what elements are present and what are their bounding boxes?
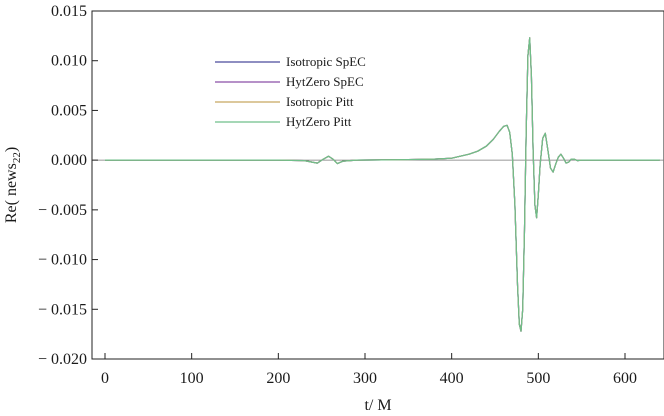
- svg-text:Re( news22): Re( news22): [3, 147, 23, 223]
- x-tick-label: 100: [180, 370, 204, 387]
- x-tick-label: 0: [101, 370, 109, 387]
- series-group: [105, 37, 660, 332]
- y-tick-label: − 0.015: [38, 301, 87, 318]
- plot-frame: [91, 10, 664, 360]
- y-tick-label: − 0.005: [38, 202, 87, 219]
- y-tick-label: 0.015: [51, 3, 87, 20]
- x-axis-title: t/ M: [364, 397, 391, 414]
- legend: Isotropic SpEC HytZero SpEC Isotropic Pitt…: [215, 54, 366, 129]
- series-line-3: [105, 37, 660, 332]
- x-tick-label: 600: [613, 370, 637, 387]
- y-axis-title-main: Re( news: [3, 163, 20, 223]
- y-axis-title: Re( news22): [3, 147, 23, 223]
- y-tick-label: − 0.010: [38, 252, 87, 269]
- series-line-2: [105, 37, 660, 332]
- y-axis-title-close: ): [3, 147, 20, 152]
- series-line-1: [105, 37, 660, 332]
- x-tick-label: 300: [353, 370, 377, 387]
- y-tick-label: 0.010: [51, 53, 87, 70]
- legend-label: HytZero SpEC: [286, 74, 364, 89]
- y-tick-label: 0.005: [51, 102, 87, 119]
- y-ticks: 0.015 0.010 0.005 0.000 − 0.005 − 0.010 − 0.01…: [38, 3, 98, 368]
- y-axis-title-sub: 22: [11, 152, 23, 163]
- x-tick-label: 200: [266, 370, 290, 387]
- series-line-0: [105, 37, 660, 332]
- y-tick-label: 0.000: [51, 152, 87, 169]
- legend-label: Isotropic Pitt: [286, 94, 354, 109]
- legend-label: HytZero Pitt: [286, 114, 352, 129]
- y-tick-label: − 0.020: [38, 351, 87, 368]
- legend-label: Isotropic SpEC: [286, 54, 366, 69]
- x-tick-label: 400: [440, 370, 464, 387]
- x-ticks: 0 100 200 300 400 500 600: [101, 353, 637, 387]
- x-tick-label: 500: [526, 370, 550, 387]
